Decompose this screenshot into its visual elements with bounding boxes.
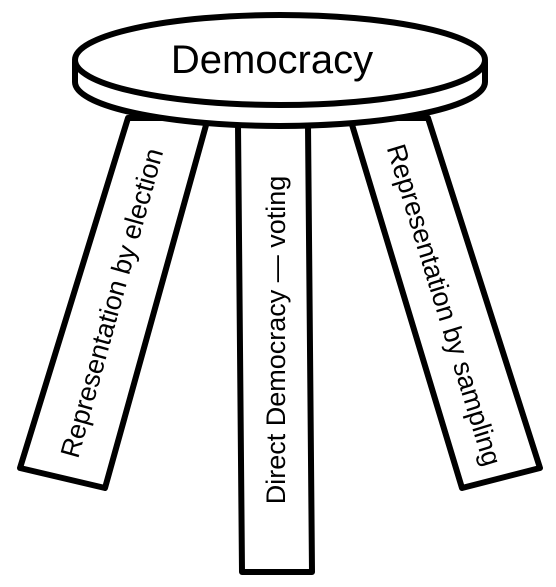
leg-middle-label: Direct Democracy — voting: [261, 176, 291, 505]
leg-right: Representation by sampling: [347, 115, 543, 491]
seat-top: [72, 12, 488, 108]
stool-seat: Democracy: [72, 12, 488, 129]
seat-label: Democracy: [171, 38, 373, 82]
leg-middle: Direct Democracy — voting: [235, 122, 315, 575]
leg-left: Representation by election: [17, 115, 211, 491]
